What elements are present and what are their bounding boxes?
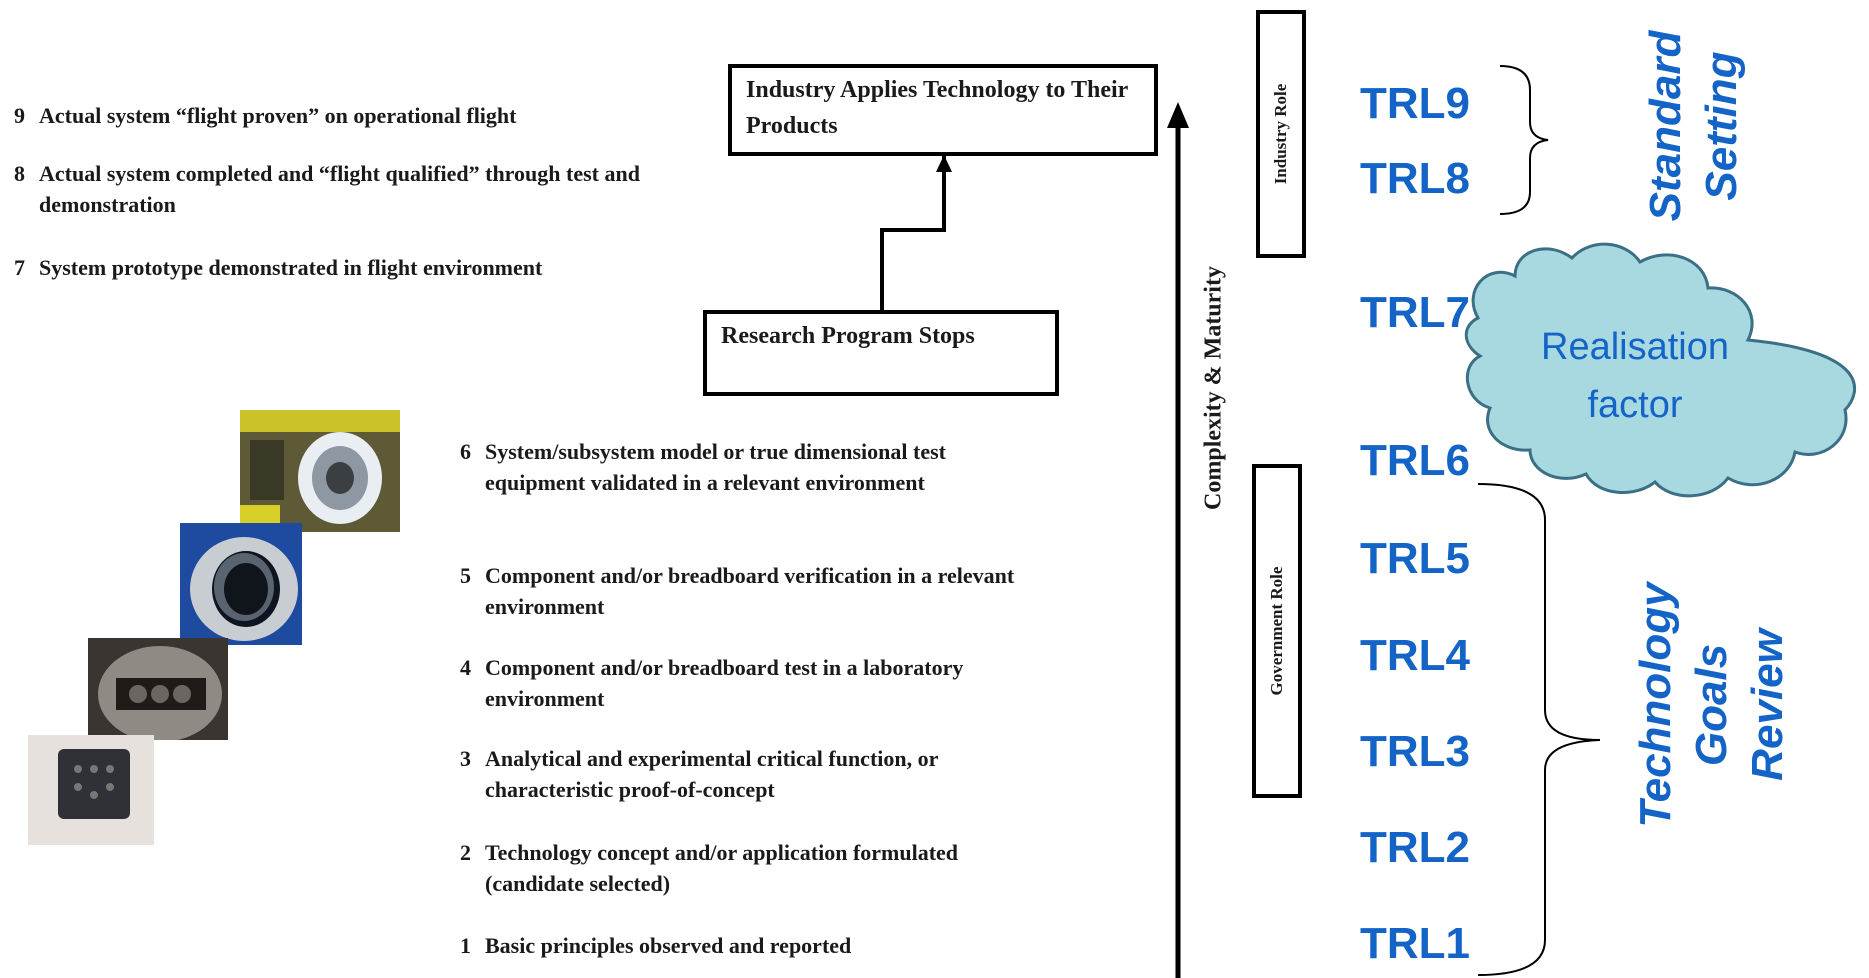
level-7-number: 7	[14, 255, 25, 280]
level-9-number: 9	[14, 103, 25, 128]
maturity-axis-arrowhead	[1167, 102, 1189, 128]
hardware-photo-1	[240, 410, 400, 532]
trl2-label: TRL2	[1360, 823, 1470, 872]
level-8-number: 8	[14, 161, 25, 186]
level-5: 5 Component and/or breadboard verificati…	[460, 560, 1020, 622]
level-4-text: Component and/or breadboard test in a la…	[485, 655, 964, 711]
standard-setting-brace	[1499, 65, 1549, 215]
government-role-label: Government Role	[1267, 566, 1286, 696]
trl6-label: TRL6	[1360, 436, 1470, 485]
level-3-number: 3	[460, 746, 471, 771]
level-9-text: Actual system “flight proven” on operati…	[39, 103, 517, 128]
level-4-number: 4	[460, 655, 471, 680]
hardware-photo-3	[88, 638, 228, 740]
trl3-label: TRL3	[1360, 727, 1470, 776]
industry-applies-label: Industry Applies Technology to Their Pro…	[746, 77, 1128, 139]
research-stops-box: Research Program Stops	[703, 310, 1059, 396]
combustor-ring-image	[180, 523, 302, 645]
complexity-maturity-label: Complexity & Maturity	[1200, 266, 1227, 510]
level-8: 8 Actual system completed and “flight qu…	[14, 158, 684, 220]
level-5-text: Component and/or breadboard verification…	[485, 563, 1015, 619]
level-6-number: 6	[460, 439, 471, 464]
industry-applies-box: Industry Applies Technology to Their Pro…	[728, 64, 1158, 156]
engine-rig-image	[240, 410, 400, 532]
trl8-label: TRL8	[1360, 154, 1470, 203]
level-1: 1 Basic principles observed and reported	[460, 930, 1020, 961]
level-5-number: 5	[460, 563, 471, 588]
trl1-label: TRL1	[1360, 919, 1470, 968]
level-7: 7 System prototype demonstrated in fligh…	[14, 252, 694, 283]
technology-goals-brace	[1477, 483, 1601, 976]
level-6-text: System/subsystem model or true dimension…	[485, 439, 946, 495]
connector-arrowhead	[936, 155, 952, 172]
sensor-chip-image	[28, 735, 154, 845]
technology-goals-review-label: Technology Goals Review	[1631, 582, 1792, 828]
level-1-number: 1	[460, 933, 471, 958]
level-9: 9 Actual system “flight proven” on opera…	[14, 100, 674, 131]
trl7-label: TRL7	[1360, 288, 1470, 337]
industry-role-label: Industry Role	[1271, 83, 1290, 185]
level-6: 6 System/subsystem model or true dimensi…	[460, 436, 980, 498]
hardware-photo-2	[180, 523, 302, 645]
level-4: 4 Component and/or breadboard test in a …	[460, 652, 980, 714]
level-2-number: 2	[460, 840, 471, 865]
level-3: 3 Analytical and experimental critical f…	[460, 743, 1020, 805]
government-role-box	[1252, 464, 1302, 798]
realisation-cloud-shape	[1464, 242, 1857, 498]
hardware-photo-4	[28, 735, 154, 845]
research-stops-label: Research Program Stops	[721, 323, 975, 349]
connector-line	[880, 155, 946, 310]
level-3-text: Analytical and experimental critical fun…	[485, 746, 938, 802]
standard-setting-label: Standard Setting	[1641, 30, 1746, 222]
realisation-factor-label: Realisation factor	[1541, 326, 1729, 426]
trl4-label: TRL4	[1360, 631, 1470, 680]
level-8-text: Actual system completed and “flight qual…	[39, 161, 640, 217]
industry-role-box	[1256, 10, 1306, 258]
level-2: 2 Technology concept and/or application …	[460, 837, 980, 899]
injector-block-image	[88, 638, 228, 740]
level-1-text: Basic principles observed and reported	[485, 933, 852, 958]
level-2-text: Technology concept and/or application fo…	[485, 840, 959, 896]
trl9-label: TRL9	[1360, 79, 1470, 128]
level-7-text: System prototype demonstrated in flight …	[39, 255, 543, 280]
trl5-label: TRL5	[1360, 534, 1470, 583]
